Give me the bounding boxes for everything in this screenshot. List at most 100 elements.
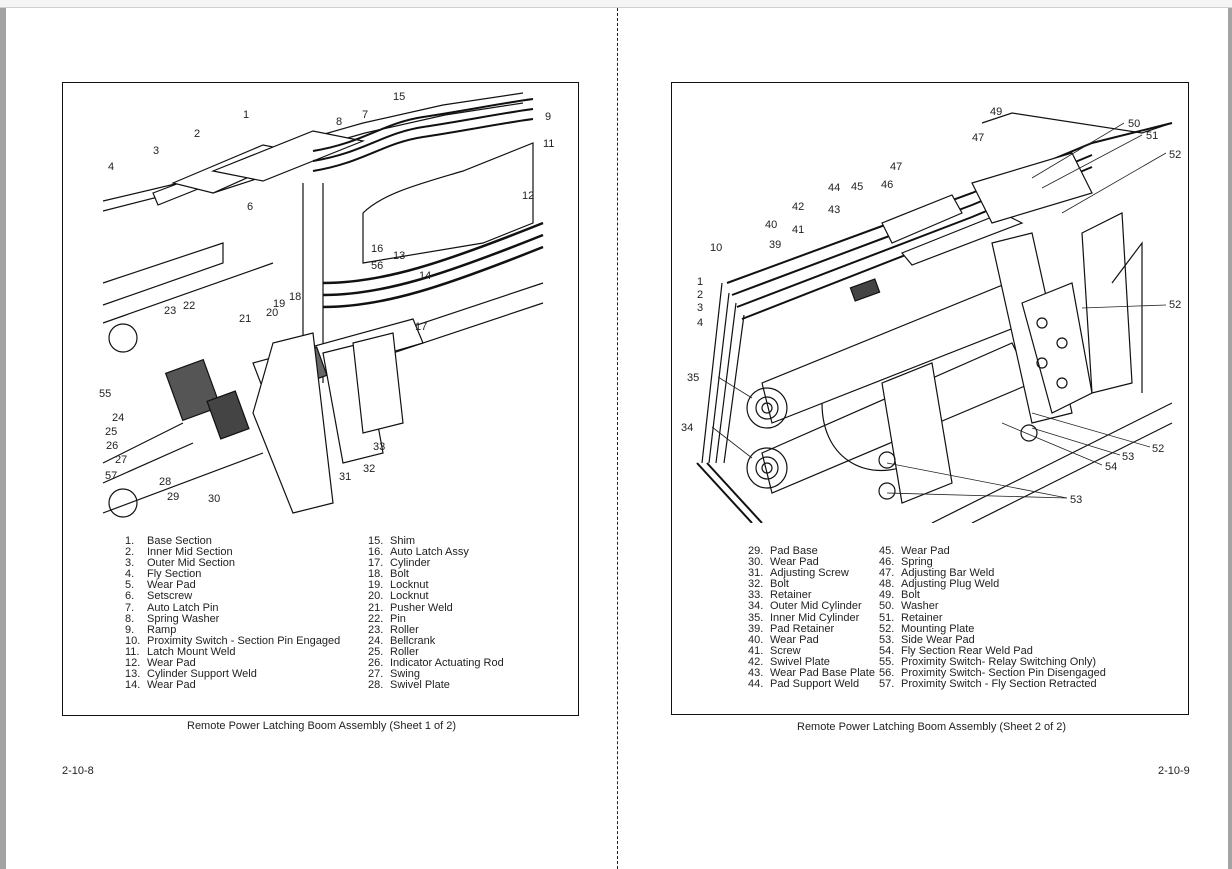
parts-list-item: 4.Fly Section [125, 568, 202, 581]
callout: 22 [183, 300, 195, 312]
callout: 11 [543, 138, 554, 150]
callout: 53 [1122, 451, 1134, 463]
callout: 51 [1146, 130, 1158, 142]
callout: 4 [697, 317, 703, 329]
parts-list-item: 12.Wear Pad [125, 657, 196, 670]
left-scrollbar[interactable] [0, 8, 6, 869]
callout: 47 [890, 161, 902, 173]
parts-list-item: 52.Mounting Plate [879, 622, 975, 635]
figure-frame-sheet-2: 49 50 51 52 47 47 44 45 46 43 42 41 40 3… [671, 82, 1189, 715]
parts-list-item: 28.Swivel Plate [368, 679, 450, 692]
callout: 21 [239, 313, 251, 325]
parts-list-item: 48.Adjusting Plug Weld [879, 578, 1000, 591]
parts-list-item: 29.Pad Base [748, 545, 818, 557]
callout-labels: 49 50 51 52 47 47 44 45 46 43 42 41 40 3… [681, 106, 1181, 506]
callout: 57 [105, 470, 117, 482]
parts-list-item: 53.Side Wear Pad [879, 633, 975, 646]
callout: 13 [393, 250, 405, 262]
parts-list-item: 33.Retainer [748, 589, 812, 602]
parts-list-item: 6.Setscrew [125, 590, 193, 603]
callout: 26 [106, 440, 118, 452]
callout: 1 [243, 109, 249, 121]
callout: 18 [289, 291, 301, 303]
parts-list-col-1: 1.Base Section 2.Inner Mid Section 3.Out… [125, 535, 341, 691]
callout: 27 [115, 454, 127, 466]
callout: 23 [164, 305, 176, 317]
parts-list-item: 10.Proximity Switch - Section Pin Engage… [125, 634, 341, 647]
callout: 28 [159, 476, 171, 488]
callout: 8 [336, 116, 342, 128]
parts-list-item: 43.Wear Pad Base Plate [748, 667, 875, 680]
callout: 55 [99, 388, 111, 400]
parts-list-item: 17.Cylinder [368, 557, 431, 570]
page-number-right: 2-10-9 [1158, 765, 1190, 777]
callout: 56 [371, 260, 383, 272]
callout: 30 [208, 493, 220, 505]
callout-labels: 1 2 3 4 6 7 8 9 11 12 13 14 15 16 56 17 … [99, 91, 554, 505]
figure-frame-sheet-1: 1 2 3 4 6 7 8 9 11 12 13 14 15 16 56 17 … [62, 82, 579, 716]
callout: 25 [105, 426, 117, 438]
parts-list-item: 44.Pad Support Weld [748, 678, 860, 691]
callout: 41 [792, 224, 804, 236]
callout: 19 [273, 298, 285, 310]
page-number-left: 2-10-8 [62, 765, 94, 777]
callout: 50 [1128, 118, 1140, 130]
callout: 20 [266, 307, 278, 319]
callout: 52 [1169, 299, 1181, 311]
parts-list-item: 51.Retainer [879, 611, 943, 624]
callout: 9 [545, 111, 551, 123]
parts-list-item: 7.Auto Latch Pin [125, 601, 219, 614]
parts-list-item: 50.Washer [879, 600, 939, 613]
callout: 45 [851, 181, 863, 193]
parts-list-item: 13.Cylinder Support Weld [125, 668, 257, 681]
callout: 4 [108, 161, 114, 173]
parts-list-item: 49.Bolt [879, 589, 920, 602]
boom-sections-drawing [102, 92, 544, 518]
right-scrollbar[interactable] [1228, 8, 1232, 869]
parts-list-item: 45.Wear Pad [879, 545, 950, 557]
parts-list-item: 46.Spring [879, 556, 933, 569]
callout: 47 [972, 132, 984, 144]
parts-list-item: 24.Bellcrank [368, 634, 436, 647]
callout: 39 [769, 239, 781, 251]
callout: 29 [167, 491, 179, 503]
parts-list-item: 23.Roller [368, 623, 419, 636]
callout: 32 [363, 463, 375, 475]
parts-list-item: 56.Proximity Switch- Section Pin Disenga… [879, 667, 1106, 680]
parts-list-item: 2.Inner Mid Section [125, 546, 233, 559]
callout: 16 [371, 243, 383, 255]
parts-list-item: 41.Screw [748, 644, 801, 657]
parts-list-item: 20.Locknut [368, 590, 429, 603]
parts-list-item: 21.Pusher Weld [368, 601, 453, 614]
callout: 43 [828, 204, 840, 216]
callout: 6 [247, 201, 253, 213]
boom-assembly-diagram-sheet-1: 1 2 3 4 6 7 8 9 11 12 13 14 15 16 56 17 … [99, 91, 554, 518]
callout: 52 [1152, 443, 1164, 455]
viewer-top-strip [0, 0, 1232, 8]
parts-list-item: 5.Wear Pad [125, 579, 196, 592]
parts-list-item: 42.Swivel Plate [748, 655, 830, 668]
callout: 12 [522, 190, 534, 202]
callout: 31 [339, 471, 351, 483]
parts-list-item: 55.Proximity Switch- Relay Switching Onl… [879, 655, 1096, 668]
parts-list-item: 8.Spring Washer [125, 612, 220, 625]
callout: 14 [419, 270, 431, 282]
parts-list-item: 32.Bolt [748, 578, 789, 591]
callout: 44 [828, 182, 840, 194]
leader-lines [711, 122, 1167, 499]
callout: 1 [697, 276, 703, 288]
callout: 46 [881, 179, 893, 191]
parts-list-item: 54.Fly Section Rear Weld Pad [879, 644, 1033, 657]
parts-list-item: 39.Pad Retainer [748, 622, 835, 635]
parts-list-col-2: 45.Wear Pad 46.Spring 47.Adjusting Bar W… [879, 545, 1106, 690]
parts-list-item: 15.Shim [368, 535, 416, 547]
parts-list-item: 47.Adjusting Bar Weld [879, 567, 995, 580]
callout: 52 [1169, 149, 1181, 161]
callout: 10 [710, 242, 722, 254]
callout: 3 [153, 145, 159, 157]
callout: 54 [1105, 461, 1117, 473]
parts-list-item: 11.Latch Mount Weld [125, 645, 236, 658]
parts-list-item: 27.Swing [368, 668, 420, 681]
callout: 33 [373, 441, 385, 453]
parts-list-col-1: 29.Pad Base 30.Wear Pad 31.Adjusting Scr… [748, 545, 875, 691]
